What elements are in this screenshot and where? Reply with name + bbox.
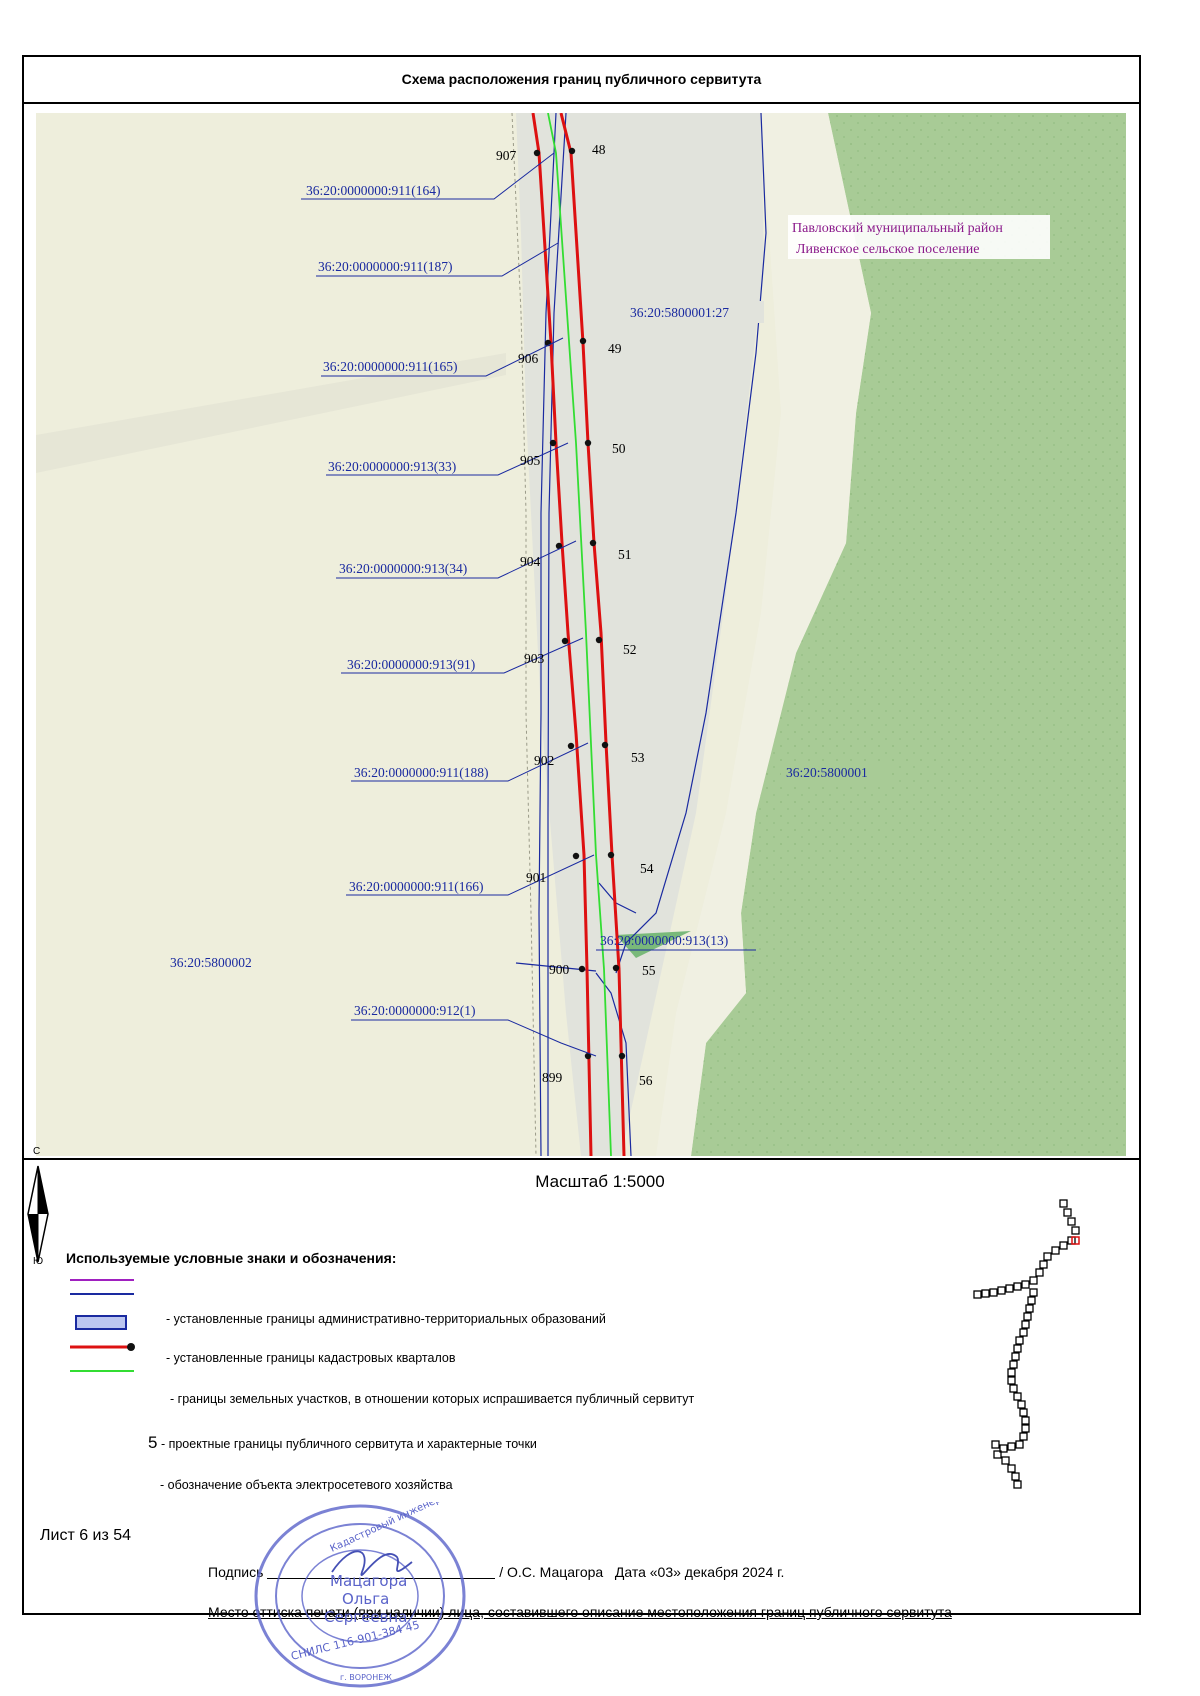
legend-item-row: 5 - проектные границы публичного сервиту… — [148, 1433, 537, 1453]
point-label: 907 — [496, 148, 517, 163]
point-label: 901 — [526, 870, 546, 885]
page-title: Схема расположения границ публичного сер… — [22, 55, 1141, 104]
current-sheet-marker — [1071, 1236, 1080, 1245]
map-bottom-border — [22, 1158, 1141, 1160]
signature-scribble — [331, 1550, 413, 1576]
engineer-seal: Кадастровый инженер Мацагора Ольга Серге… — [254, 1502, 466, 1688]
point-label: 53 — [631, 750, 645, 765]
legend-symbols — [70, 1279, 135, 1372]
parcel-label: 36:20:0000000:911(165) — [323, 359, 458, 374]
sheet-frame — [22, 55, 1141, 1615]
point-label: 906 — [518, 351, 539, 366]
overview-route-map — [973, 1199, 1080, 1489]
point-label: 899 — [542, 1070, 563, 1085]
legend-item: - установленные границы административно-… — [166, 1312, 606, 1326]
stamp-place-caption: Место оттиска печати (при наличии) лица,… — [208, 1604, 952, 1620]
north-arrow-icon — [27, 1165, 49, 1263]
map: 36:20:0000000:911(164) 36:20:0000000:911… — [36, 113, 1126, 1156]
point-label: 49 — [608, 341, 622, 356]
legend-item: - обозначение объекта электросетевого хо… — [160, 1478, 453, 1492]
point-label: 903 — [524, 651, 545, 666]
point-label: 900 — [549, 962, 570, 977]
point-label: 55 — [642, 963, 656, 978]
parcel-label: 36:20:0000000:913(33) — [328, 459, 456, 474]
signature-line: Подпись / О.С. Мацагора Дата «03» декабр… — [208, 1564, 784, 1580]
legend-title: Используемые условные знаки и обозначени… — [66, 1250, 397, 1266]
parcel-label: 36:20:0000000:911(188) — [354, 765, 489, 780]
parcel-label: 36:20:0000000:913(13) — [600, 933, 728, 948]
parcel-label: 36:20:0000000:911(164) — [306, 183, 441, 198]
point-label: 48 — [592, 142, 606, 157]
legend-parcel-fill — [75, 1315, 127, 1330]
point-label: 54 — [640, 861, 654, 876]
point-label: 51 — [618, 547, 632, 562]
leader-lines — [301, 152, 756, 1057]
point-label: 905 — [520, 453, 541, 468]
point-labels: 907 906 905 904 903 902 901 900 899 48 4… — [496, 142, 656, 1088]
signature-date: Дата «03» декабря 2024 г. — [614, 1564, 785, 1580]
servitude-boundary — [531, 113, 626, 1156]
point-label: 52 — [623, 642, 637, 657]
seal-city: г. ВОРОНЕЖ — [340, 1673, 392, 1682]
parcel-label: 36:20:0000000:911(166) — [349, 879, 484, 894]
quarter-label: 36:20:5800001:27 — [630, 305, 729, 320]
characteristic-points — [533, 147, 626, 1060]
signer-name: / О.С. Мацагора — [499, 1564, 604, 1580]
parcel-label: 36:20:0000000:913(34) — [339, 561, 467, 576]
parcel-label: 36:20:0000000:911(187) — [318, 259, 453, 274]
parcel-label: 36:20:0000000:912(1) — [354, 1003, 476, 1018]
map-scale: Масштаб 1:5000 — [535, 1172, 665, 1191]
legend-item: - границы земельных участков, в отношени… — [170, 1392, 695, 1406]
south-label: Ю — [33, 1256, 44, 1267]
point-label: 56 — [639, 1073, 653, 1088]
region-label: Павловский муниципальный район — [792, 221, 1003, 236]
point-label: 50 — [612, 441, 626, 456]
legend-item: - установленные границы кадастровых квар… — [166, 1351, 456, 1365]
seal-name-3: Сергеевна — [324, 1608, 407, 1626]
sheet-number: Лист 6 из 54 — [40, 1527, 132, 1544]
legend-point-number: 5 — [148, 1433, 158, 1452]
point-label: 904 — [520, 554, 541, 569]
signature-label: Подпись — [208, 1564, 264, 1580]
quarter-label: 36:20:5800001 — [786, 765, 868, 780]
north-label: С — [33, 1146, 41, 1157]
road-strip — [36, 353, 506, 473]
legend-item: - проектные границы публичного сервитута… — [160, 1437, 537, 1451]
seal-name-2: Ольга — [342, 1590, 389, 1608]
parcel-labels: 36:20:0000000:911(164) 36:20:0000000:911… — [306, 183, 728, 1018]
point-label: 902 — [534, 753, 554, 768]
seal-name-1: Мацагора — [330, 1572, 407, 1590]
parcel-line — [547, 113, 612, 1156]
signature-blank — [267, 1577, 496, 1579]
region-label: Ливенское сельское поселение — [796, 242, 979, 257]
corridor-area — [516, 113, 764, 1156]
parcel-label: 36:20:0000000:913(91) — [347, 657, 475, 672]
quarter-label: 36:20:5800002 — [170, 955, 252, 970]
